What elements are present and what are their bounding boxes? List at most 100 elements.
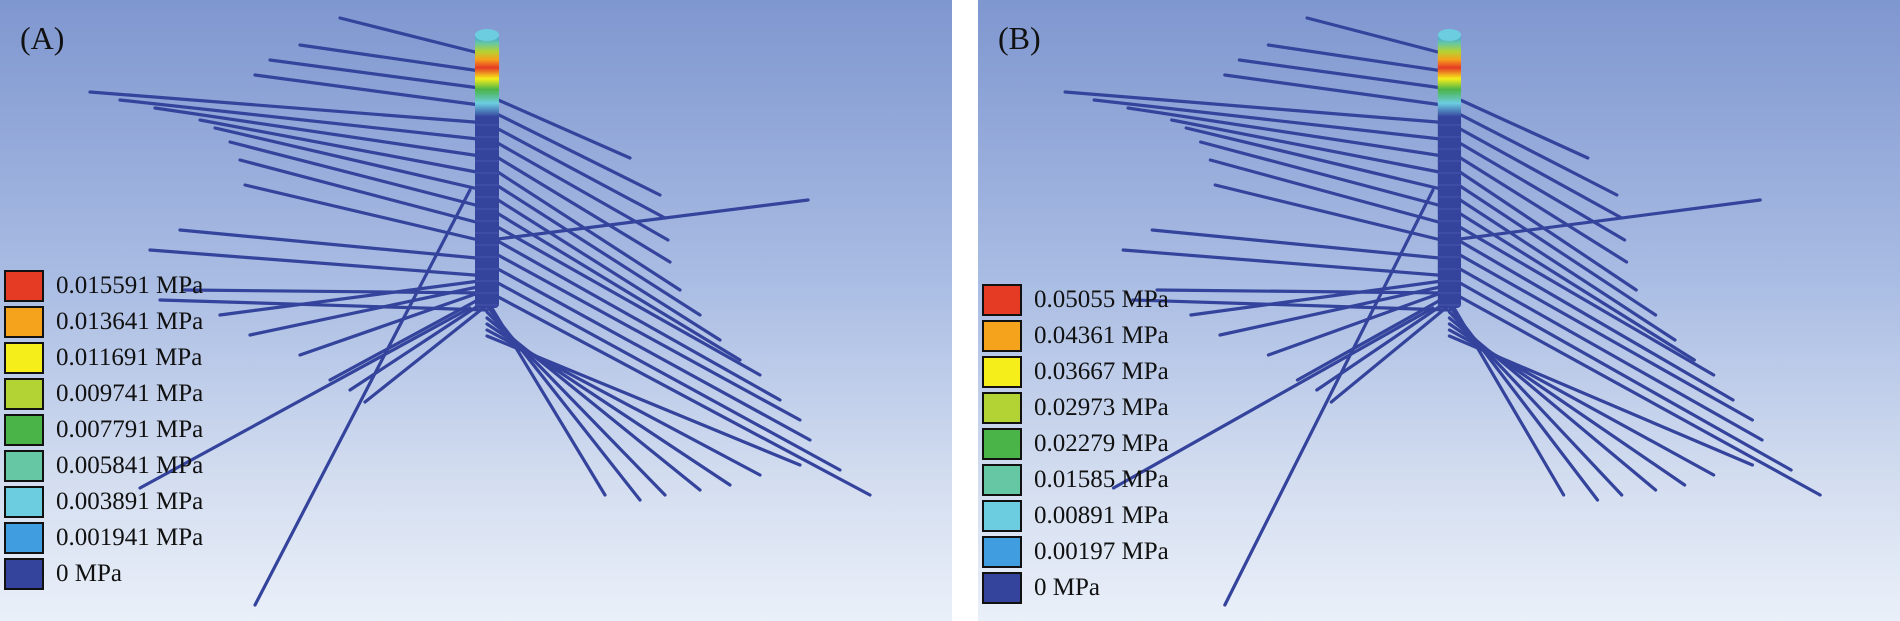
legend-label: 0 MPa xyxy=(56,560,122,587)
anchor-rod xyxy=(198,118,489,176)
anchor-rod xyxy=(1447,93,1590,160)
legend-label: 0.05055 MPa xyxy=(1034,286,1169,313)
anchor-rod xyxy=(485,177,702,317)
anchor-rod xyxy=(1447,107,1619,197)
legend-swatch xyxy=(982,500,1022,532)
anchor-rod xyxy=(1447,177,1658,317)
legend-a: 0.015591 MPa 0.013641 MPa 0.011691 MPa 0.00… xyxy=(4,268,203,592)
pile-shaft xyxy=(1437,35,1462,308)
model-view-a xyxy=(88,16,872,607)
legend-entry: 0.04361 MPa xyxy=(982,318,1169,354)
anchor-rod xyxy=(485,247,802,422)
legend-swatch xyxy=(982,572,1022,604)
legend-entry: 0.00891 MPa xyxy=(982,498,1169,534)
anchor-rod xyxy=(485,261,812,442)
anchor-rod xyxy=(118,98,489,142)
anchor-rod xyxy=(1121,248,1452,278)
legend-entry: 0.011691 MPa xyxy=(4,340,203,376)
legend-swatch xyxy=(982,536,1022,568)
legend-label: 0.005841 MPa xyxy=(56,452,204,479)
anchor-rod xyxy=(1155,288,1452,295)
anchor-rod xyxy=(1447,233,1735,402)
legend-swatch xyxy=(982,428,1022,460)
legend-entry: 0 MPa xyxy=(4,556,203,592)
anchor-rod xyxy=(488,198,810,242)
legend-entry: 0.003891 MPa xyxy=(4,484,203,520)
anchor-rod xyxy=(218,278,489,317)
anchor-rod xyxy=(228,140,489,210)
anchor-rod xyxy=(1450,198,1762,242)
anchor-rod xyxy=(1305,16,1452,57)
anchor-rod xyxy=(1199,140,1452,210)
anchor-rod xyxy=(485,107,662,197)
legend-swatch xyxy=(4,414,44,446)
anchor-rod xyxy=(213,126,489,193)
legend-swatch xyxy=(4,378,44,410)
anchor-rod xyxy=(1063,90,1452,125)
legend-entry: 0.01585 MPa xyxy=(982,462,1169,498)
legend-label: 0.00197 MPa xyxy=(1034,538,1169,565)
legend-b: 0.05055 MPa 0.04361 MPa 0.03667 MPa 0.02973… xyxy=(982,282,1169,606)
legend-label: 0.013641 MPa xyxy=(56,308,204,335)
legend-swatch xyxy=(4,450,44,482)
legend-entry: 0.005841 MPa xyxy=(4,448,203,484)
legend-swatch xyxy=(982,284,1022,316)
anchor-rod xyxy=(1237,58,1452,91)
anchor-rod xyxy=(485,275,842,472)
anchor-rod xyxy=(1189,278,1452,317)
legend-entry: 0.03667 MPa xyxy=(982,354,1169,390)
legend-label: 0.003891 MPa xyxy=(56,488,204,515)
anchor-rod xyxy=(485,289,872,497)
legend-entry: 0.05055 MPa xyxy=(982,282,1169,318)
legend-label: 0.00891 MPa xyxy=(1034,502,1169,529)
anchor-rod xyxy=(268,58,489,91)
legend-label: 0.04361 MPa xyxy=(1034,322,1169,349)
anchor-rod xyxy=(363,303,489,404)
anchor-rod xyxy=(1223,188,1435,607)
anchor-rod xyxy=(485,205,742,362)
legend-label: 0.007791 MPa xyxy=(56,416,204,443)
anchor-rod xyxy=(1092,98,1452,142)
anchor-rod xyxy=(1218,283,1452,337)
legend-swatch xyxy=(4,486,44,518)
legend-entry: 0.013641 MPa xyxy=(4,304,203,340)
anchor-rod xyxy=(253,73,489,108)
legend-entry: 0.02973 MPa xyxy=(982,390,1169,426)
legend-entry: 0.007791 MPa xyxy=(4,412,203,448)
legend-entry: 0 MPa xyxy=(982,570,1169,606)
pile-shaft xyxy=(475,35,499,308)
anchor-rod xyxy=(298,43,489,74)
anchor-rod xyxy=(485,149,672,264)
anchor-rod xyxy=(485,121,667,220)
anchor-rod xyxy=(1447,219,1716,377)
pile-head xyxy=(475,29,499,41)
anchor-rod xyxy=(238,158,489,227)
legend-entry: 0.00197 MPa xyxy=(982,534,1169,570)
anchor-rod xyxy=(485,233,782,402)
legend-label: 0.03667 MPa xyxy=(1034,358,1169,385)
legend-entry: 0.001941 MPa xyxy=(4,520,203,556)
legend-label: 0.001941 MPa xyxy=(56,524,204,551)
anchor-rod xyxy=(253,188,472,607)
legend-swatch xyxy=(982,392,1022,424)
pile-head xyxy=(1437,29,1462,41)
anchor-rod xyxy=(1447,261,1764,442)
anchor-rod xyxy=(338,16,489,57)
legend-label: 0.02973 MPa xyxy=(1034,394,1169,421)
anchor-rod xyxy=(1447,289,1822,497)
legend-entry: 0.009741 MPa xyxy=(4,376,203,412)
legend-swatch xyxy=(982,464,1022,496)
anchor-rod xyxy=(298,288,489,357)
panel-label-b: (B) xyxy=(998,20,1041,56)
anchor-rod xyxy=(1126,106,1452,159)
legend-label: 0.015591 MPa xyxy=(56,272,204,299)
anchor-rod xyxy=(1266,43,1452,74)
anchor-rod xyxy=(1184,126,1452,193)
anchor-rod xyxy=(328,293,489,382)
legend-label: 0 MPa xyxy=(1034,574,1100,601)
anchor-rod xyxy=(485,93,632,160)
legend-entry: 0.015591 MPa xyxy=(4,268,203,304)
legend-entry: 0.02279 MPa xyxy=(982,426,1169,462)
legend-label: 0.01585 MPa xyxy=(1034,466,1169,493)
legend-label: 0.009741 MPa xyxy=(56,380,204,407)
